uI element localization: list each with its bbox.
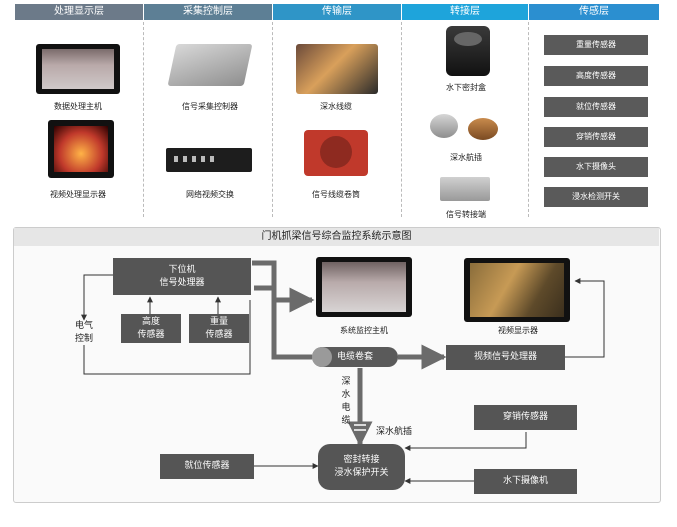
electric-control-line1: 电气: [74, 320, 93, 331]
cable-reel-drum-icon: [312, 347, 332, 367]
video-processor-label: 视频信号处理器: [473, 352, 537, 362]
deep-connector-image: [430, 114, 458, 138]
position-sensor-box: 就位传感器: [160, 454, 254, 479]
lower-pc-box: 下位机 信号处理器: [113, 258, 251, 295]
deep-cable-char: 水: [341, 390, 351, 400]
deep-connector-label: 深水航插: [450, 153, 482, 162]
sealed-box-label: 水下密封盒: [446, 83, 486, 92]
sensor-height: 高度传感器: [544, 66, 648, 86]
adapter-terminal-image: [440, 177, 490, 201]
sealed-adapter-box: 密封转接 浸水保护开关: [318, 444, 405, 490]
underwater-camera-label: 水下摄像机: [502, 476, 548, 486]
cable-reel-label: 电缆卷套: [336, 351, 373, 362]
signal-controller-label: 信号采集控制器: [182, 102, 238, 111]
video-display-monitor-image: [464, 258, 570, 322]
column-divider: [143, 22, 144, 217]
sensor-underwater-camera: 水下摄像头: [544, 157, 648, 177]
sealed-box-image: [446, 26, 490, 76]
sensor-water-switch: 浸水检测开关: [544, 187, 648, 207]
cable-reel-box: 电缆卷套: [312, 347, 398, 367]
deep-cable-image: [296, 44, 378, 94]
sensor-position: 就位传感器: [544, 97, 648, 117]
deep-cable-text: 深 水 电 缆: [340, 376, 352, 428]
pin-sensor-box: 穿销传感器: [474, 405, 577, 430]
deep-cable-char: 缆: [341, 416, 351, 426]
weight-sensor-line2: 传感器: [205, 329, 233, 340]
network-switch-image: [166, 148, 252, 172]
height-sensor-line1: 高度: [141, 316, 160, 327]
video-processor-box: 视频信号处理器: [446, 345, 565, 370]
height-sensor-line2: 传感器: [137, 329, 165, 340]
header-layer-sensor: 传感层: [529, 4, 659, 20]
sealed-adapter-line2: 浸水保护开关: [334, 468, 389, 478]
deep-cable-char: 电: [341, 403, 351, 413]
video-display-monitor-label: 视频显示器: [498, 326, 538, 335]
header-layer-adapter: 转接层: [402, 4, 528, 20]
pin-sensor-label: 穿销传感器: [502, 412, 548, 422]
electric-control-box: 电气 控制: [53, 320, 115, 345]
sensor-weight: 重量传感器: [544, 35, 648, 55]
adapter-terminal-label: 信号转接端: [446, 210, 486, 219]
weight-sensor-line1: 重量: [209, 316, 228, 327]
deep-cable-char: 深: [341, 377, 351, 387]
column-divider: [272, 22, 273, 217]
lower-pc-line1: 下位机: [168, 264, 196, 275]
height-sensor-box: 高度 传感器: [121, 314, 181, 343]
connector-label: 深水航插: [376, 427, 413, 437]
monitor-host-label: 系统监控主机: [340, 326, 388, 335]
cable-reel-image: [304, 130, 368, 176]
sensor-pin: 穿销传感器: [544, 127, 648, 147]
video-display-label: 视频处理显示器: [50, 190, 106, 199]
position-sensor-label: 就位传感器: [184, 461, 230, 471]
sealed-adapter-line1: 密封转接: [343, 455, 380, 465]
deep-connector-image: [468, 118, 498, 140]
electric-control-line2: 控制: [74, 333, 93, 344]
header-layer-transmission: 传输层: [273, 4, 401, 20]
header-layer-display: 处理显示层: [15, 4, 143, 20]
data-host-label: 数据处理主机: [54, 102, 102, 111]
deep-cable-label: 深水线缆: [320, 102, 352, 111]
diagram-title: 门机抓梁信号综合监控系统示意图: [14, 228, 659, 246]
header-layer-acquisition: 采集控制层: [144, 4, 272, 20]
data-host-monitor-image: [36, 44, 120, 94]
signal-controller-image: [167, 44, 253, 86]
lower-pc-line2: 信号处理器: [159, 277, 205, 288]
weight-sensor-box: 重量 传感器: [189, 314, 249, 343]
underwater-camera-box: 水下摄像机: [474, 469, 577, 494]
column-divider: [528, 22, 529, 217]
network-switch-label: 网络视频交换: [186, 190, 234, 199]
cable-reel-label: 信号线缆卷筒: [312, 190, 360, 199]
video-display-image: [48, 120, 114, 178]
column-divider: [401, 22, 402, 217]
monitor-host-image: [316, 257, 412, 317]
